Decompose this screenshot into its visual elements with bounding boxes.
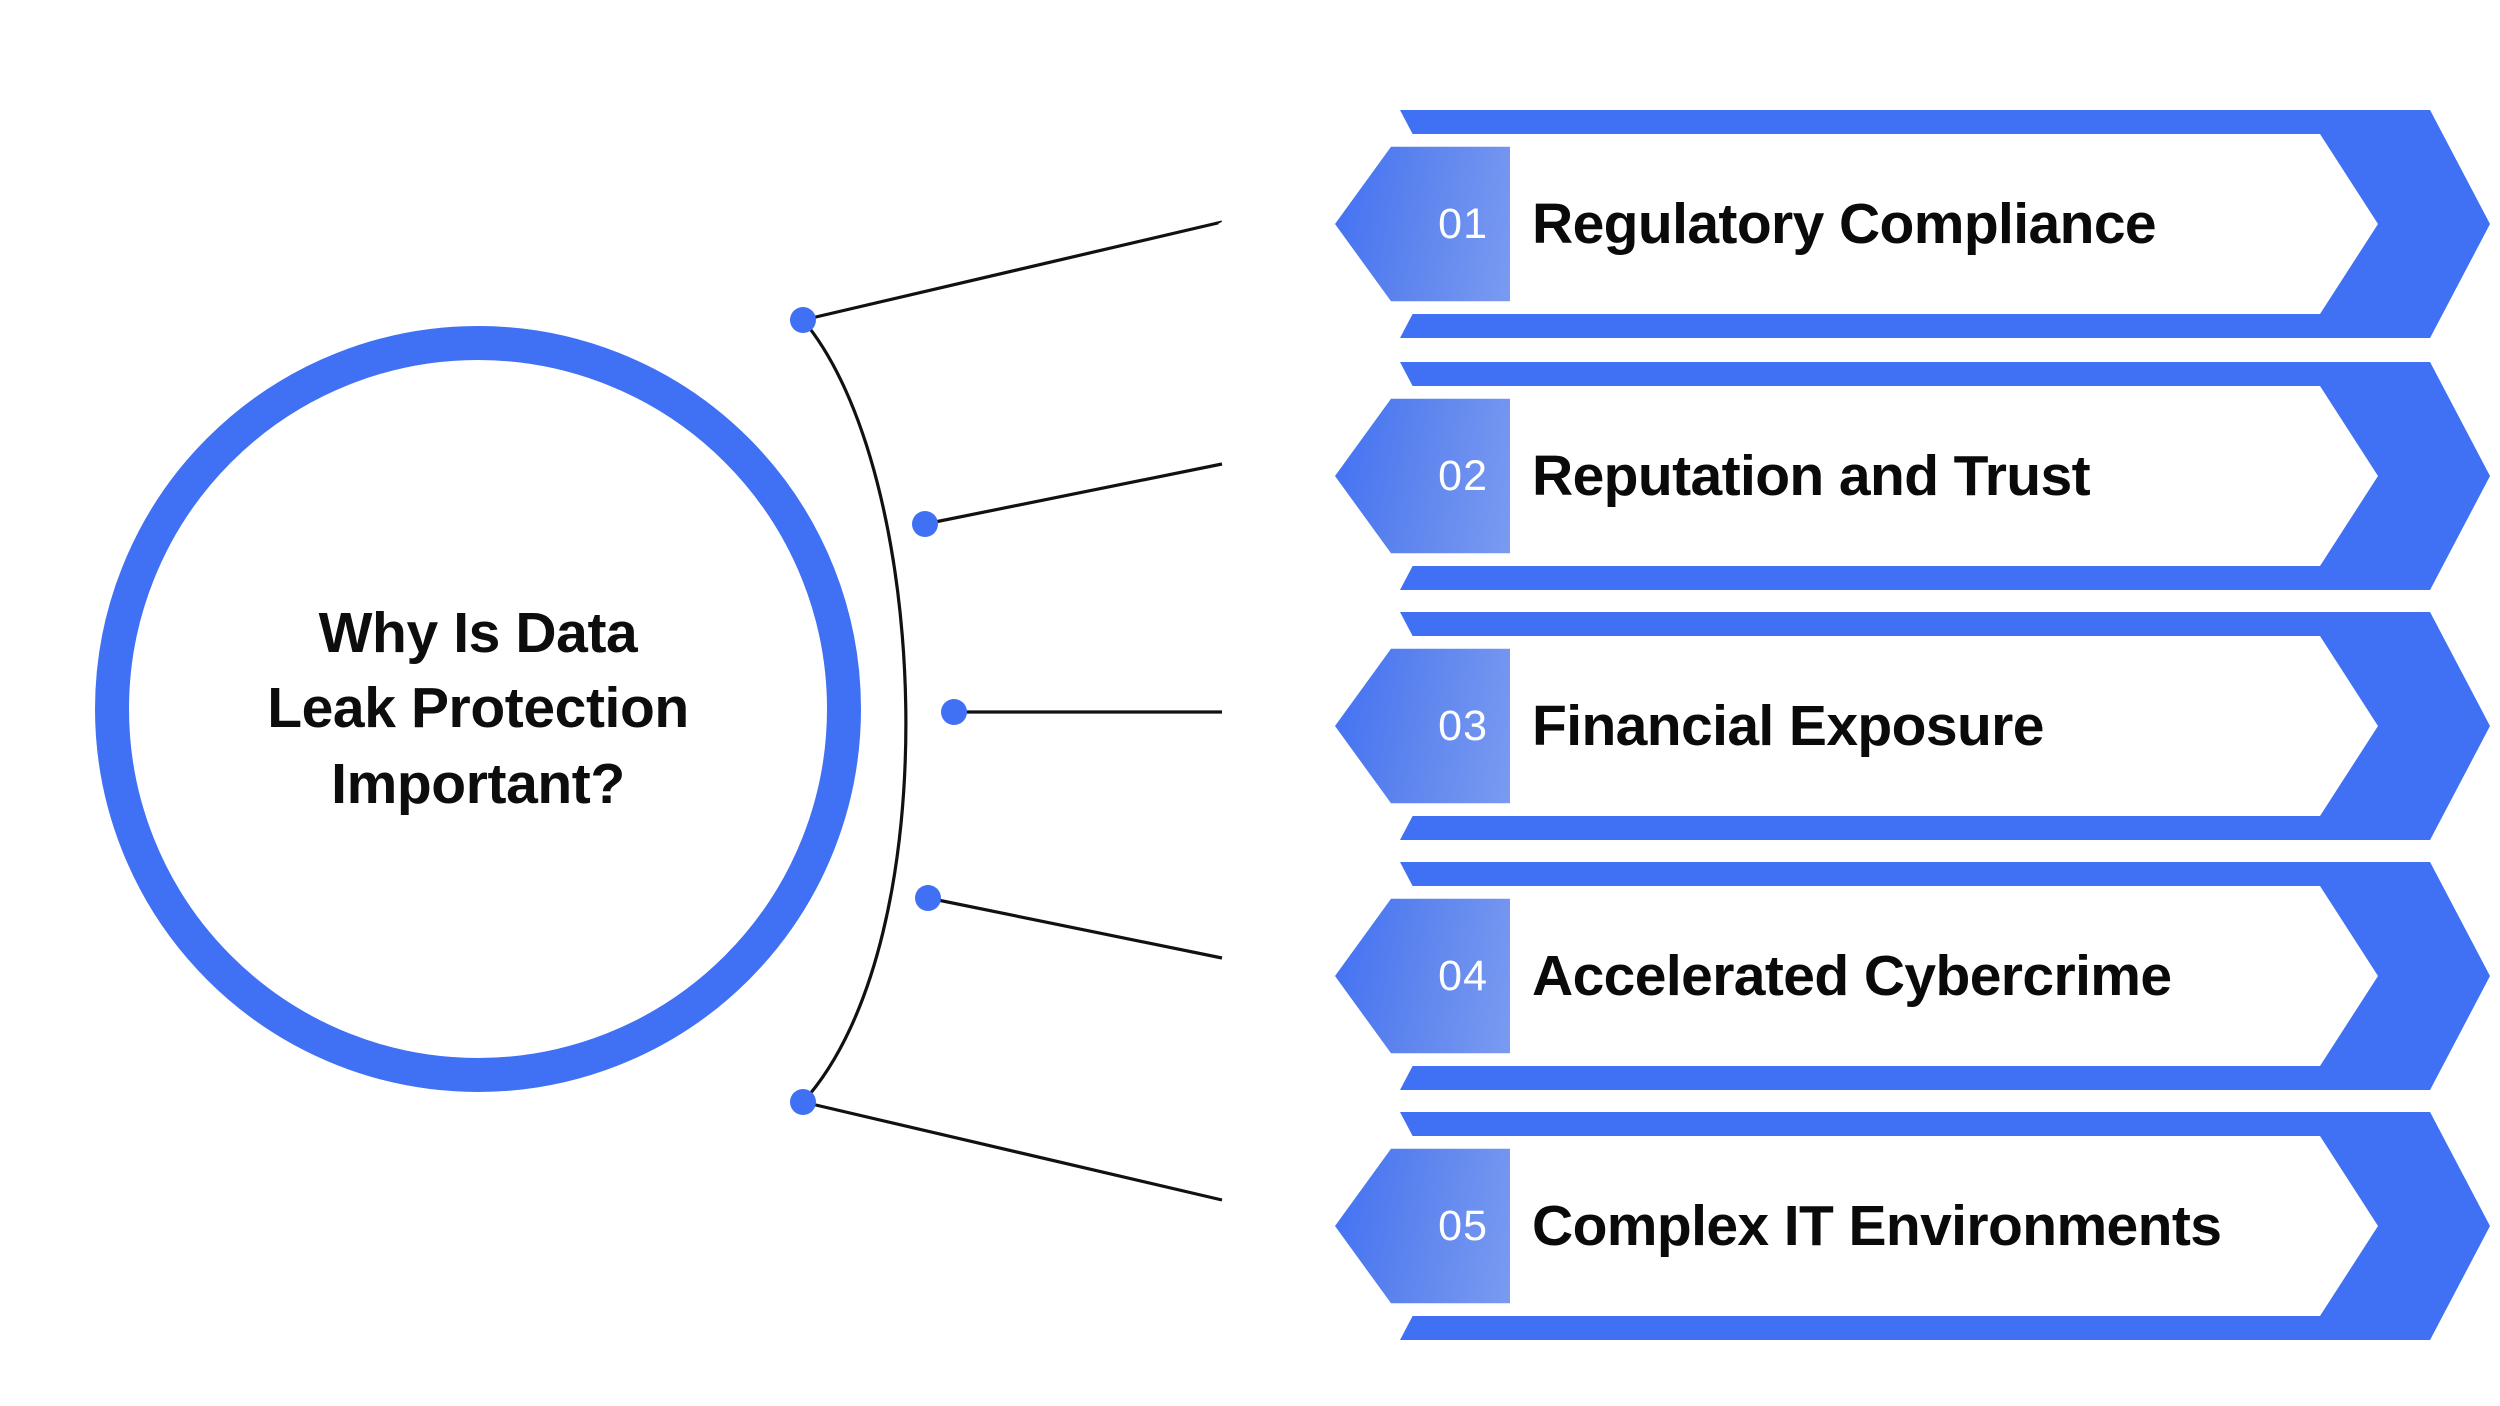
node-dot-1	[790, 307, 816, 333]
item-label-5: Complex IT Environments	[1532, 1194, 2222, 1258]
hub-title: Why Is Data Leak Protection Important?	[267, 601, 689, 816]
item-label-2: Reputation and Trust	[1532, 444, 2091, 508]
branch-line-5	[802, 1100, 1223, 1202]
node-dot-2	[912, 511, 938, 537]
branch-line-4	[927, 896, 1223, 960]
item-number-3: 03	[1438, 701, 1488, 750]
item-label-4: Accelerated Cybercrime	[1532, 944, 2172, 1008]
branch-line-2	[924, 462, 1223, 526]
item-banner-1[interactable]: 01 Regulatory Compliance	[1200, 110, 2490, 338]
node-dot-5	[790, 1089, 816, 1115]
item-number-2: 02	[1438, 451, 1488, 500]
branch-line-1	[802, 220, 1223, 322]
item-banner-4[interactable]: 04 Accelerated Cybercrime	[1200, 862, 2490, 1090]
node-dot-3	[941, 699, 967, 725]
node-dot-4	[915, 885, 941, 911]
item-number-5: 05	[1438, 1201, 1488, 1250]
item-banner-3[interactable]: 03 Financial Exposure	[1200, 612, 2490, 840]
item-number-1: 01	[1438, 199, 1488, 248]
item-number-4: 04	[1438, 951, 1488, 1000]
item-label-3: Financial Exposure	[1532, 694, 2044, 758]
hub-circle: Why Is Data Leak Protection Important?	[95, 326, 861, 1092]
item-banner-5[interactable]: 05 Complex IT Environments	[1200, 1112, 2490, 1340]
item-banner-2[interactable]: 02 Reputation and Trust	[1200, 362, 2490, 590]
item-label-1: Regulatory Compliance	[1532, 192, 2157, 256]
